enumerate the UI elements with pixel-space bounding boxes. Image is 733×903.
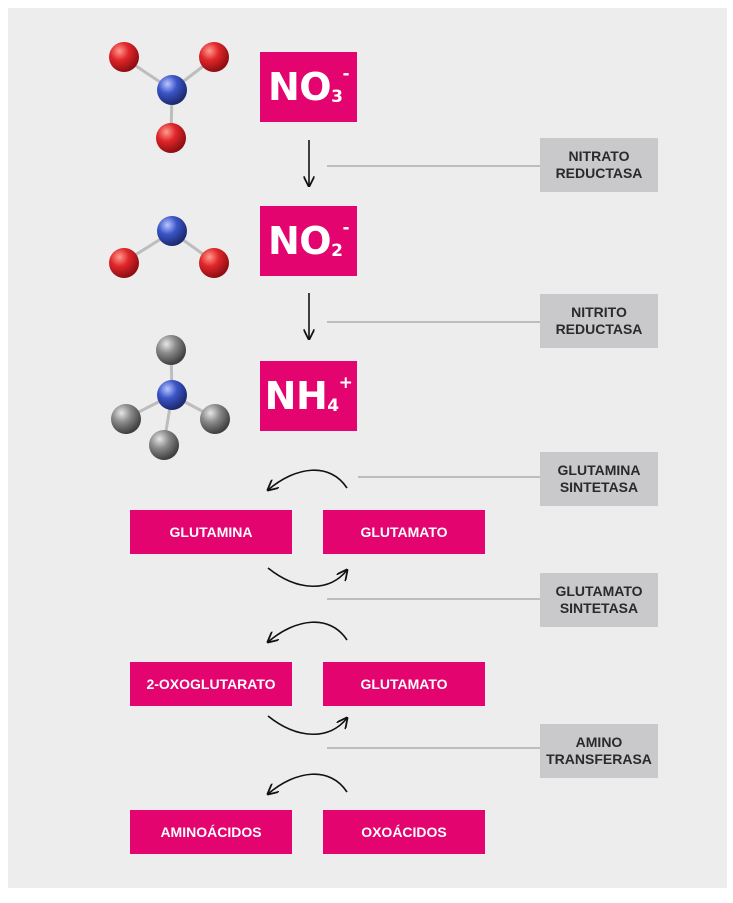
enzyme-line-1: AMINO (575, 734, 623, 750)
box-glutamina: GLUTAMINA (130, 510, 292, 554)
box-glutamato: GLUTAMATO (323, 510, 485, 554)
enzyme-line-1: GLUTAMINA (557, 462, 641, 478)
box-oxoacidos: OXOÁCIDOS (323, 810, 485, 854)
box-aminoacidos: AMINOÁCIDOS (130, 810, 292, 854)
box-glutamato-2: GLUTAMATO (323, 662, 485, 706)
enzyme-line-2: SINTETASA (559, 600, 639, 616)
enzyme-line-1: NITRATO (568, 148, 630, 164)
nitrate-subscript: 3 (331, 87, 343, 107)
enzyme-line-2: SINTETASA (559, 479, 639, 495)
ammonium-base: NH (264, 374, 328, 418)
nitrate-base: NO (267, 65, 332, 109)
enzyme-line-2: TRANSFERASA (546, 751, 652, 767)
nitrate-molecule-icon (109, 42, 229, 153)
nitrite-charge: - (342, 218, 349, 238)
ammonium-charge: + (338, 373, 353, 393)
nitrate-charge: - (342, 64, 349, 84)
enzyme-line-1: NITRITO (571, 304, 627, 320)
nitrite-molecule-icon (109, 216, 229, 278)
curved-arrow-icon (268, 469, 347, 794)
nitrite-subscript: 2 (331, 241, 343, 261)
ammonium-subscript: 4 (327, 396, 339, 416)
enzyme-line-2: REDUCTASA (555, 165, 643, 181)
connector-lines (327, 165, 540, 749)
nitrite-base: NO (267, 219, 332, 263)
ammonium-molecule-icon (111, 335, 230, 460)
enzyme-line-2: REDUCTASA (555, 321, 643, 337)
box-2-oxoglutarato: 2-OXOGLUTARATO (130, 662, 292, 706)
enzyme-line-1: GLUTAMATO (555, 583, 643, 599)
